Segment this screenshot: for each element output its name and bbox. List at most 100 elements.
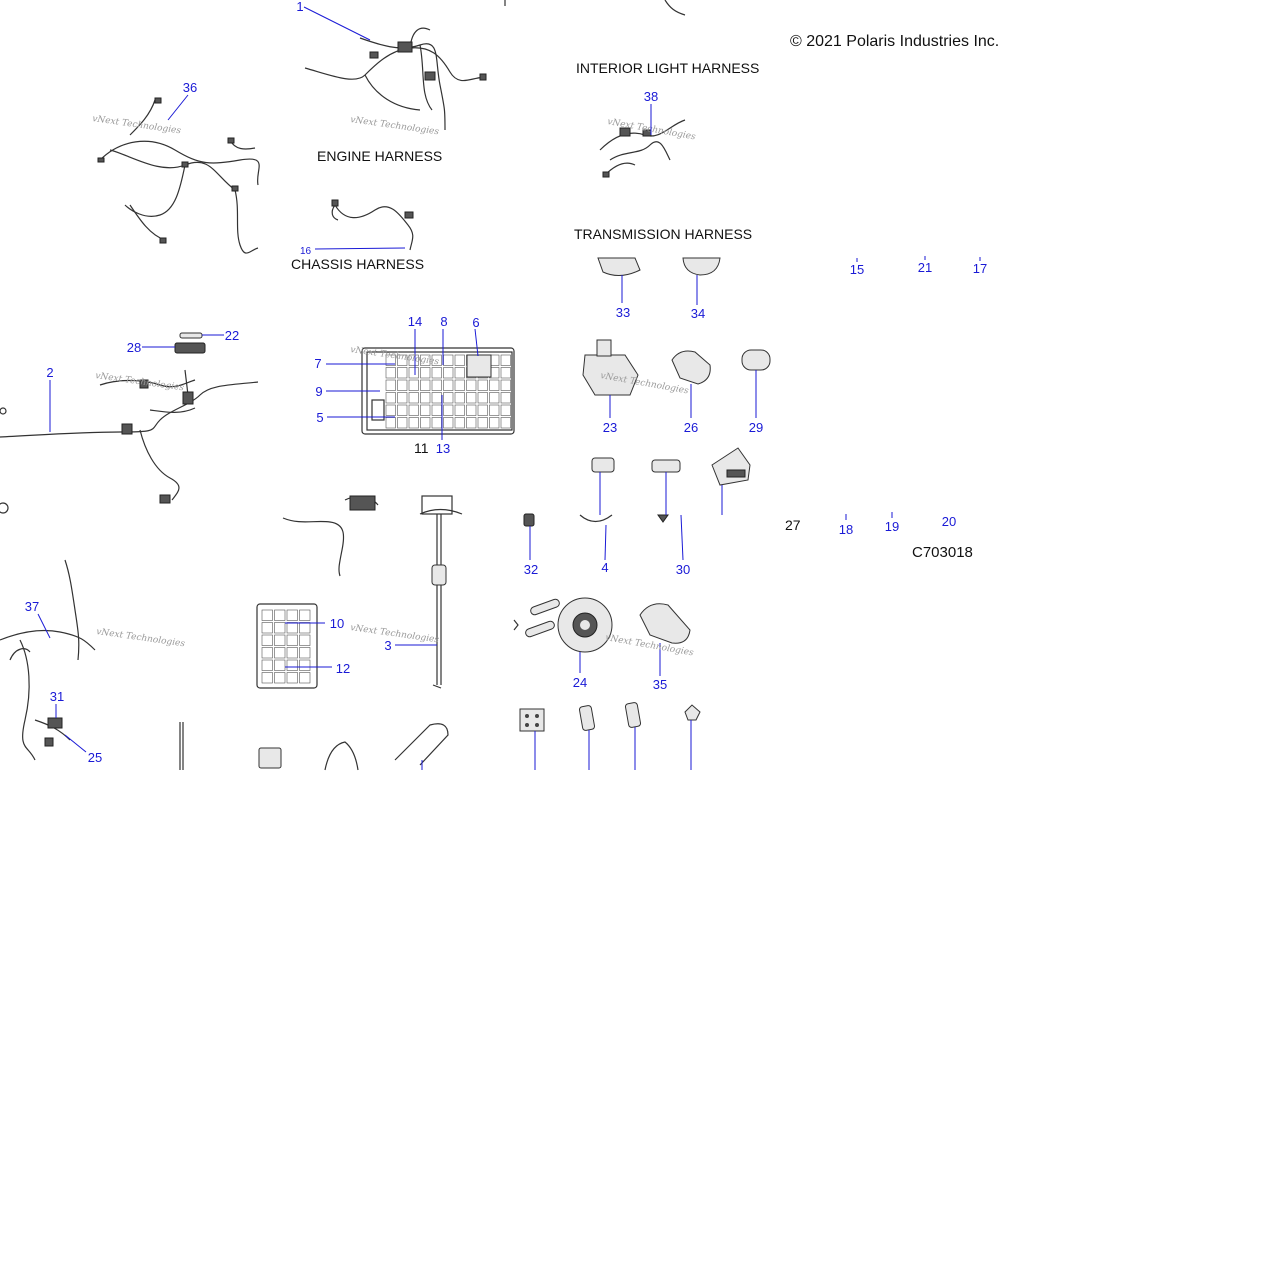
part-30 [657, 514, 669, 523]
callout-33: 33 [616, 305, 630, 320]
callout-10: 10 [330, 616, 344, 631]
fuse-cell [500, 417, 511, 429]
fuse-cell [431, 379, 442, 391]
fuse-cell [454, 392, 465, 404]
part-22 [179, 332, 203, 339]
fuse-cell [431, 392, 442, 404]
connector-29 [741, 349, 771, 371]
partial-part-arrow [513, 619, 519, 631]
fuse-cell [397, 354, 408, 366]
engine-harness-1 [304, 27, 487, 131]
callout-15: 15 [850, 262, 864, 277]
part-bottom-4 [684, 704, 701, 721]
fuse-cell [431, 404, 442, 416]
fuse-cell [261, 622, 273, 634]
fuse-cell [274, 659, 286, 671]
fuse-cell [385, 354, 396, 366]
fuse-cell [489, 417, 500, 429]
title-transmission-harness: TRANSMISSION HARNESS [574, 226, 752, 242]
fuse-cell [431, 417, 442, 429]
fuse-cell [286, 659, 298, 671]
fuse-cell [420, 417, 431, 429]
fuse-cell [408, 417, 419, 429]
fuse-cell [431, 354, 442, 366]
callout-12: 12 [336, 661, 350, 676]
callout-37: 37 [25, 599, 39, 614]
fuse-cell [454, 379, 465, 391]
fuse-cell [443, 404, 454, 416]
fuse-cell [489, 404, 500, 416]
fuse-cell [477, 379, 488, 391]
part-bottom-clip-3 [394, 723, 449, 766]
leader-6 [474, 328, 479, 357]
leader-25 [64, 734, 87, 753]
connector-24 [525, 597, 613, 653]
fuse-cell [286, 609, 298, 621]
fuse-cell [397, 392, 408, 404]
callout-22: 22 [225, 328, 239, 343]
harness-37 [0, 559, 96, 761]
fuse-cell [477, 404, 488, 416]
fuse-cell [261, 659, 273, 671]
sub-harness-middle [282, 495, 379, 577]
fuse-cell [397, 367, 408, 379]
fuse-cell [385, 367, 396, 379]
main-harness-36 [97, 97, 260, 254]
callout-26: 26 [684, 420, 698, 435]
fuse-cell [408, 404, 419, 416]
fuse-cell [454, 417, 465, 429]
part-bottom-clip-1 [258, 747, 282, 769]
callout-35: 35 [653, 677, 667, 692]
fuse-cell [443, 417, 454, 429]
callout-31: 31 [50, 689, 64, 704]
connector-35 [639, 603, 691, 644]
part-28 [174, 342, 206, 354]
harness-2 [0, 369, 259, 514]
fuse-cell [466, 417, 477, 429]
connector-30-top [651, 459, 681, 473]
fuse-cell [286, 634, 298, 646]
strap-3 [419, 495, 463, 689]
watermark-4: vNext Technologies [95, 371, 185, 393]
callout-11: 11 [414, 440, 429, 456]
fuse-cell [454, 354, 465, 366]
connector-26 [671, 350, 711, 385]
title-engine-harness: ENGINE HARNESS [317, 148, 442, 164]
fuse-cell [261, 647, 273, 659]
fuse-cell [397, 417, 408, 429]
leader-16 [314, 247, 406, 250]
title-interior-light-harness: INTERIOR LIGHT HARNESS [576, 60, 759, 76]
fuse-cell [466, 379, 477, 391]
callout-30: 30 [676, 562, 690, 577]
fuse-cell [420, 367, 431, 379]
callout-14: 14 [408, 314, 422, 329]
callout-38: 38 [644, 89, 658, 104]
callout-4: 4 [601, 560, 608, 575]
part-32 [523, 513, 535, 527]
fuse-cell [397, 404, 408, 416]
fuse-cell [408, 367, 419, 379]
callout-13: 13 [436, 441, 450, 456]
fuse-cell [443, 367, 454, 379]
fuse-cell [420, 392, 431, 404]
chassis-harness-16 [331, 199, 414, 251]
fuse-cell [431, 367, 442, 379]
callout-18: 18 [839, 522, 853, 537]
fuse-cell [500, 354, 511, 366]
callout-6: 6 [472, 315, 479, 330]
part-bottom-2 [578, 705, 596, 731]
callout-5: 5 [316, 410, 323, 425]
callout-32: 32 [524, 562, 538, 577]
callout-3: 3 [384, 638, 391, 653]
fuse-cell [477, 392, 488, 404]
fuse-cell [408, 354, 419, 366]
fuse-cell [286, 622, 298, 634]
callout-21: 21 [918, 260, 932, 275]
fuse-cell [466, 404, 477, 416]
fuse-cell [299, 609, 311, 621]
callout-1: 1 [296, 0, 303, 14]
fuse-cell [261, 609, 273, 621]
leader-4b [604, 524, 607, 561]
copyright-text: © 2021 Polaris Industries Inc. [790, 33, 999, 50]
watermark-7: vNext Technologies [350, 623, 440, 645]
